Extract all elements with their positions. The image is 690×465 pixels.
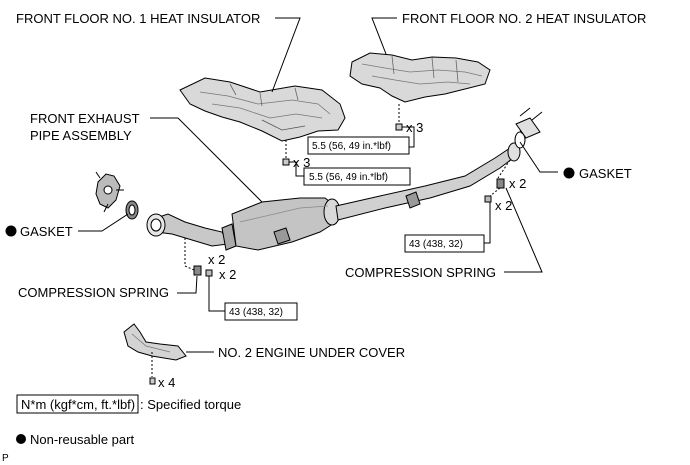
non-reusable-marker-right [563,167,575,179]
torque-insulator-no2: 5.5 (56, 49 in.*lbf) [312,141,391,152]
torque-insulator-no1: 5.5 (56, 49 in.*lbf) [309,172,388,183]
label-compression-spring-right: COMPRESSION SPRING [345,265,496,280]
front-exhaust-pipe-assembly [146,142,521,251]
legend-torque-units: N*m (kgf*cm, ft.*lbf) [21,397,135,412]
label-front-exhaust-line2: PIPE ASSEMBLY [30,128,132,143]
label-gasket-right: GASKET [579,166,632,181]
cover-bolt [149,377,156,385]
left-gasket-part [125,200,139,220]
qty-right-nuts: x 2 [509,176,526,191]
corner-mark: P [2,453,9,464]
right-spring-nut [496,178,505,189]
qty-left-bolts: x 2 [219,267,236,282]
label-front-floor-no2: FRONT FLOOR NO. 2 HEAT INSULATOR [402,11,646,26]
rear-gasket-part [514,107,543,149]
insulator-no2-bolt [395,123,403,131]
qty-insulator-no1: x 3 [293,155,310,170]
no2-engine-under-cover [123,323,187,361]
label-engine-under-cover: NO. 2 ENGINE UNDER COVER [218,345,405,360]
label-gasket-left: GASKET [20,224,73,239]
leader-torque-left [208,276,225,312]
label-compression-spring-left: COMPRESSION SPRING [18,285,169,300]
leader-no2 [371,17,397,55]
insulator-no1-bolt [282,158,290,166]
dash-left-spring [184,238,195,271]
leader-torque-right [484,202,491,244]
left-spring-nut [193,265,202,276]
qty-left-nuts: x 2 [208,252,225,267]
torque-spring-left: 43 (438, 32) [229,307,283,318]
leader-gasket-right [519,141,558,173]
leader-spring-left [177,275,198,294]
right-spring-bolt [484,195,492,203]
non-reusable-marker-left [5,225,17,237]
exhaust-manifold [95,171,124,213]
qty-right-bolts: x 2 [495,198,512,213]
legend-non-reusable: Non-reusable part [30,432,134,447]
leader-torque-no2 [402,126,415,148]
label-front-floor-no1: FRONT FLOOR NO. 1 HEAT INSULATOR [16,11,260,26]
leader-no1 [271,17,301,93]
leader-gasket-left [78,213,129,232]
legend-torque-desc: : Specified torque [140,397,241,412]
qty-cover-bolts: x 4 [158,375,175,390]
legend-non-reusable-marker [16,434,26,444]
front-floor-no2-heat-insulator [349,52,491,103]
qty-insulator-no2: x 3 [406,120,423,135]
leader-front-exhaust [150,117,263,203]
left-spring-bolt [205,269,213,277]
front-floor-no1-heat-insulator [179,77,346,142]
torque-spring-right: 43 (438, 32) [409,239,463,250]
leader-spring-right [504,187,543,273]
leader-torque-no1 [289,161,304,177]
label-front-exhaust-line1: FRONT EXHAUST [30,111,140,126]
